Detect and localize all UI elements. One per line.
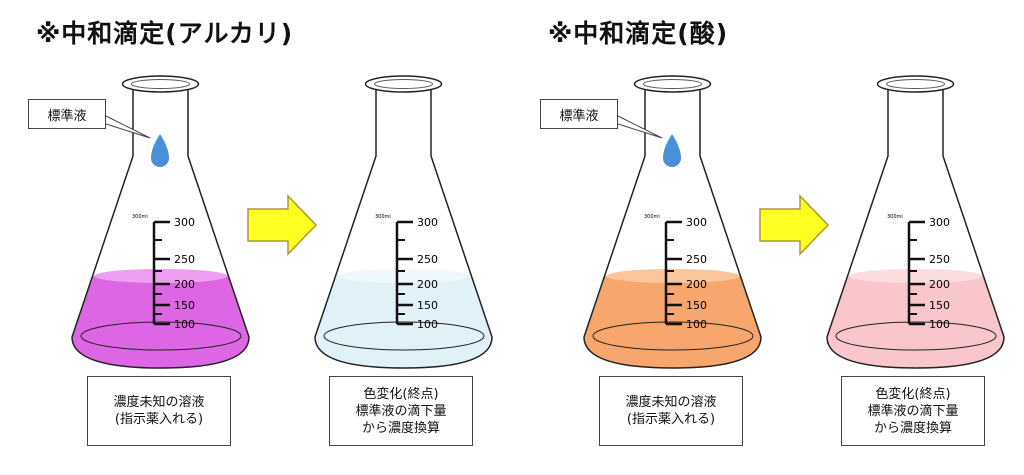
flask-before: 300ml 300 250 200 150 100 xyxy=(583,75,762,369)
scale-label-150: 150 xyxy=(686,299,707,312)
flask-rim-inner xyxy=(886,79,945,89)
scale-label-250: 250 xyxy=(417,253,438,266)
scale-label-150: 150 xyxy=(929,299,950,312)
after-caption: 色変化(終点) 標準液の滴下量 から濃度換算 xyxy=(841,376,985,446)
scale-label-200: 200 xyxy=(417,278,438,291)
panel-alkali: ※中和滴定(アルカリ) xyxy=(28,19,493,446)
panel-acid: ※中和滴定(酸) xyxy=(512,0,1024,475)
flask-body xyxy=(826,88,1005,369)
flask-body xyxy=(71,88,250,369)
solution-surface xyxy=(606,269,740,283)
flask-after: 300ml 300 250 200 150 100 xyxy=(826,75,1005,369)
panel-title: ※中和滴定(酸) xyxy=(548,19,729,48)
flask-rim-inner xyxy=(374,79,433,89)
caption-line: (指示薬入れる) xyxy=(114,412,204,427)
callout-leader xyxy=(617,115,663,139)
measurement-scale xyxy=(395,220,413,326)
scale-label-300: 300 xyxy=(174,216,195,229)
scale-small-label: 300ml xyxy=(132,214,148,220)
arrow-right-icon xyxy=(759,194,830,256)
scale-label-250: 250 xyxy=(929,253,950,266)
flask-rim xyxy=(876,75,955,93)
flask-base-ellipse xyxy=(323,321,485,351)
scale-label-150: 150 xyxy=(417,299,438,312)
measurement-scale xyxy=(907,220,925,326)
scale-label-200: 200 xyxy=(929,278,950,291)
caption-line: から濃度換算 xyxy=(873,420,952,436)
flask-base-ellipse xyxy=(80,321,242,351)
scale-label-200: 200 xyxy=(686,278,707,291)
flask-rim xyxy=(121,75,200,93)
scale-label-250: 250 xyxy=(174,253,195,266)
scale-label-250: 250 xyxy=(686,253,707,266)
scale-small-label: 300ml xyxy=(375,214,391,220)
measurement-scale xyxy=(152,220,170,326)
callout-leader xyxy=(105,115,151,139)
caption-line: 濃度未知の溶液 xyxy=(113,395,205,410)
scale-label-100: 100 xyxy=(174,318,195,331)
scale-label-100: 100 xyxy=(417,318,438,331)
solution-surface xyxy=(94,269,228,283)
caption-line: (指示薬入れる) xyxy=(626,412,716,427)
solution-liquid xyxy=(72,276,249,368)
solution-liquid xyxy=(315,276,492,368)
caption-line: 標準液の滴下量 xyxy=(867,403,959,419)
flask-base-ellipse xyxy=(835,321,997,351)
flask-rim-inner xyxy=(643,79,702,89)
caption-line: 色変化(終点) xyxy=(875,386,951,402)
flask-illustration-alkali: 300ml 300 250 200 150 100 xyxy=(71,75,493,369)
solution-surface xyxy=(849,269,983,283)
solution-liquid xyxy=(584,276,761,368)
droplet-icon xyxy=(663,134,681,167)
flask-body xyxy=(314,88,493,369)
caption-line: 濃度未知の溶液 xyxy=(625,395,717,410)
scale-label-150: 150 xyxy=(174,299,195,312)
scale-label-200: 200 xyxy=(174,278,195,291)
scale-label-300: 300 xyxy=(417,216,438,229)
before-caption: 濃度未知の溶液 (指示薬入れる) xyxy=(87,376,231,446)
droplet-icon xyxy=(151,134,169,167)
scale-label-300: 300 xyxy=(686,216,707,229)
measurement-scale xyxy=(664,220,682,326)
scale-small-label: 300ml xyxy=(644,214,660,220)
flask-after: 300ml 300 250 200 150 100 xyxy=(314,75,493,369)
standard-solution-callout: 標準液 xyxy=(540,99,618,129)
flask-rim-inner xyxy=(131,79,190,89)
scale-label-100: 100 xyxy=(686,318,707,331)
flask-illustration-acid: 300ml 300 250 200 150 100 xyxy=(583,75,1005,369)
scale-label-100: 100 xyxy=(929,318,950,331)
scale-small-label: 300ml xyxy=(887,214,903,220)
caption-line: から濃度換算 xyxy=(361,420,440,436)
flask-before: 300ml 300 250 200 150 100 xyxy=(71,75,250,369)
flask-body xyxy=(583,88,762,369)
flask-rim xyxy=(633,75,712,93)
solution-surface xyxy=(337,269,471,283)
standard-solution-callout: 標準液 xyxy=(28,99,106,129)
panel-title: ※中和滴定(アルカリ) xyxy=(36,19,294,48)
solution-liquid xyxy=(827,276,1004,368)
flask-base-ellipse xyxy=(592,321,754,351)
scale-label-300: 300 xyxy=(929,216,950,229)
caption-line: 色変化(終点) xyxy=(363,386,439,402)
flask-rim xyxy=(364,75,443,93)
arrow-right-icon xyxy=(247,194,318,256)
before-caption: 濃度未知の溶液 (指示薬入れる) xyxy=(599,376,743,446)
caption-line: 標準液の滴下量 xyxy=(355,403,447,419)
after-caption: 色変化(終点) 標準液の滴下量 から濃度換算 xyxy=(329,376,473,446)
